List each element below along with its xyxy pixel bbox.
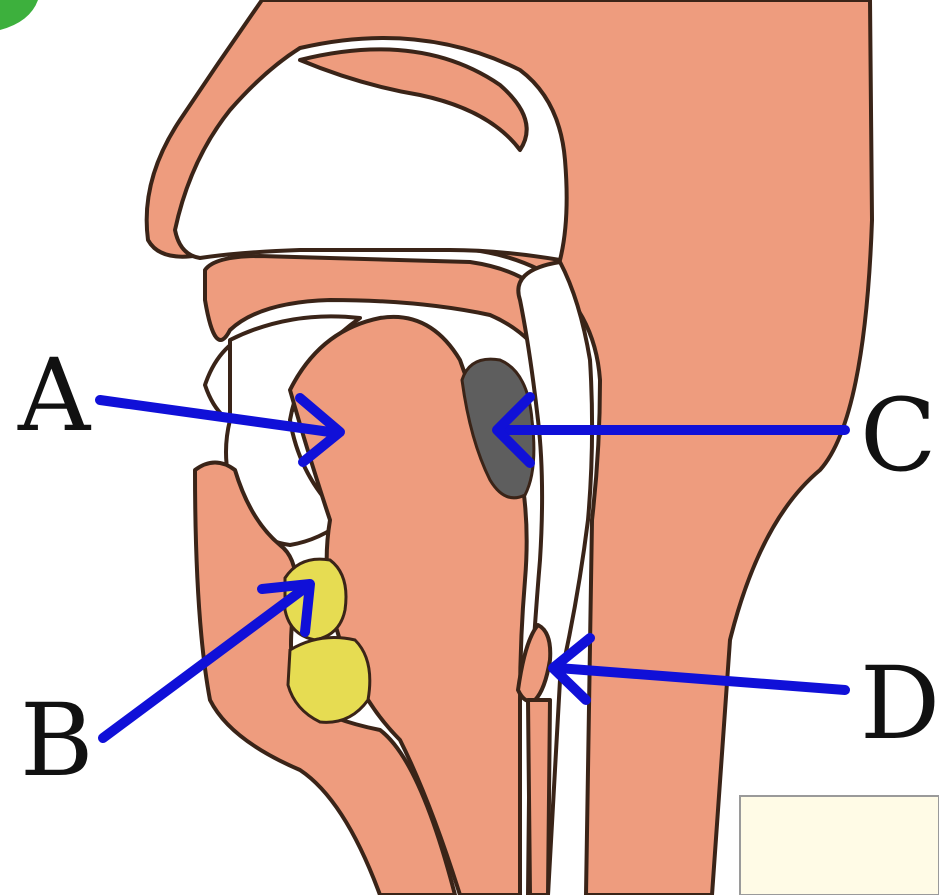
label-a: A bbox=[17, 337, 92, 454]
label-b: B bbox=[20, 682, 94, 799]
caption-box bbox=[740, 796, 939, 895]
larynx-tube bbox=[528, 700, 550, 895]
label-d: D bbox=[860, 645, 939, 762]
label-c: C bbox=[860, 377, 937, 494]
tonsil-lower bbox=[288, 638, 370, 723]
corner-badge bbox=[0, 0, 38, 30]
